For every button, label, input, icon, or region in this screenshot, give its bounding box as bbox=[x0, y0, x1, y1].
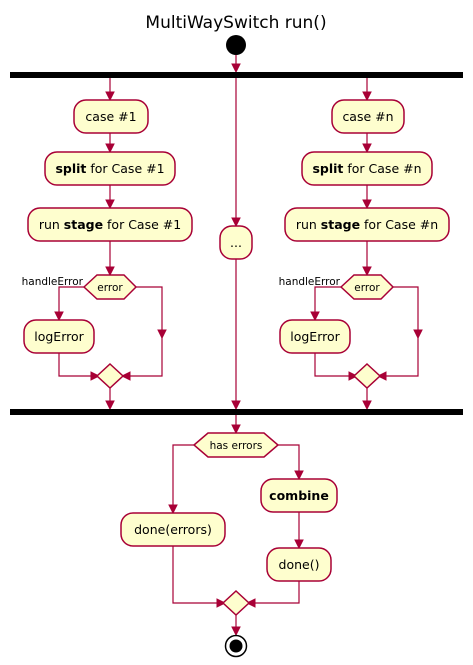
arrowhead bbox=[245, 598, 256, 608]
edge-done-errors-merge bbox=[172, 546, 223, 604]
decision-error-n-label: error bbox=[354, 282, 380, 294]
merge-error-1 bbox=[95, 362, 125, 390]
activity-done-label: done() bbox=[279, 557, 320, 572]
arrowhead bbox=[105, 400, 115, 411]
arrowhead bbox=[157, 329, 167, 340]
arrowhead bbox=[231, 626, 241, 637]
split-keyword: split bbox=[55, 161, 86, 176]
edge-errorn-logn bbox=[314, 286, 341, 318]
arrowhead bbox=[294, 539, 304, 550]
edge-has-errors-combine bbox=[278, 444, 300, 477]
arrowhead bbox=[168, 504, 178, 515]
arrowhead bbox=[362, 143, 372, 154]
end-node-ring bbox=[224, 634, 248, 658]
edge-has-errors-done-errors bbox=[172, 444, 194, 511]
arrowhead bbox=[54, 311, 64, 322]
edge-errorn-bypass bbox=[380, 286, 419, 377]
arrowhead bbox=[105, 266, 115, 277]
diagram-title: MultiWaySwitch run() bbox=[145, 13, 326, 33]
split-rest: for Case #n bbox=[343, 161, 421, 176]
decision-error-1-label: error bbox=[97, 282, 123, 294]
start-node bbox=[226, 35, 246, 55]
edge-error1-log1 bbox=[58, 286, 84, 318]
merge-error-n bbox=[352, 362, 382, 390]
arrowhead bbox=[105, 91, 115, 102]
arrowhead bbox=[362, 400, 372, 411]
activity-done-errors-label: done(errors) bbox=[134, 522, 212, 537]
activity-combine-label: combine bbox=[269, 488, 329, 503]
arrowhead bbox=[231, 400, 241, 411]
merge-has-errors bbox=[221, 589, 251, 617]
split-keyword: split bbox=[312, 161, 343, 176]
handle-error-1-label: handleError bbox=[22, 276, 84, 288]
edge-logn-mergen bbox=[314, 353, 355, 377]
edge-done-merge bbox=[249, 581, 300, 604]
fork-bar bbox=[10, 72, 463, 78]
activity-split-case-n-label: split for Case #n bbox=[312, 161, 421, 176]
end-node bbox=[229, 639, 243, 653]
arrowhead bbox=[105, 199, 115, 210]
arrowhead bbox=[376, 371, 387, 381]
stage-pre: run bbox=[39, 217, 64, 232]
join-bar bbox=[10, 409, 463, 415]
stage-keyword: stage bbox=[321, 217, 360, 232]
decision-has-errors-label: has errors bbox=[210, 440, 263, 452]
stage-rest: for Case #1 bbox=[103, 217, 181, 232]
stage-pre: run bbox=[296, 217, 321, 232]
arrowhead bbox=[231, 63, 241, 74]
activity-stage-case-n-label: run stage for Case #n bbox=[296, 217, 438, 232]
arrowhead bbox=[105, 143, 115, 154]
activity-log-error-n-label: logError bbox=[290, 329, 340, 344]
activity-log-error-1-label: logError bbox=[34, 329, 84, 344]
activity-split-case-1-label: split for Case #1 bbox=[55, 161, 164, 176]
arrowhead bbox=[90, 371, 101, 381]
arrowhead bbox=[231, 217, 241, 228]
arrowhead bbox=[310, 311, 320, 322]
activity-case-1-label: case #1 bbox=[85, 109, 136, 124]
stage-rest: for Case #n bbox=[360, 217, 438, 232]
activity-case-n bbox=[331, 99, 405, 134]
split-rest: for Case #1 bbox=[86, 161, 164, 176]
arrowhead bbox=[120, 371, 131, 381]
activity-ellipsis-label: ... bbox=[230, 235, 242, 250]
arrowhead bbox=[362, 266, 372, 277]
arrowhead bbox=[294, 470, 304, 481]
stage-keyword: stage bbox=[64, 217, 103, 232]
edge-error1-bypass bbox=[124, 286, 163, 377]
activity-stage-case-1-label: run stage for Case #1 bbox=[39, 217, 181, 232]
arrowhead bbox=[216, 598, 227, 608]
arrowhead bbox=[362, 91, 372, 102]
arrowhead bbox=[362, 199, 372, 210]
arrowhead bbox=[231, 424, 241, 435]
edge-log1-merge1 bbox=[58, 353, 97, 377]
activity-case-1 bbox=[73, 99, 149, 134]
arrowhead bbox=[413, 329, 423, 340]
activity-case-n-label: case #n bbox=[342, 109, 393, 124]
handle-error-n-label: handleError bbox=[279, 276, 341, 288]
